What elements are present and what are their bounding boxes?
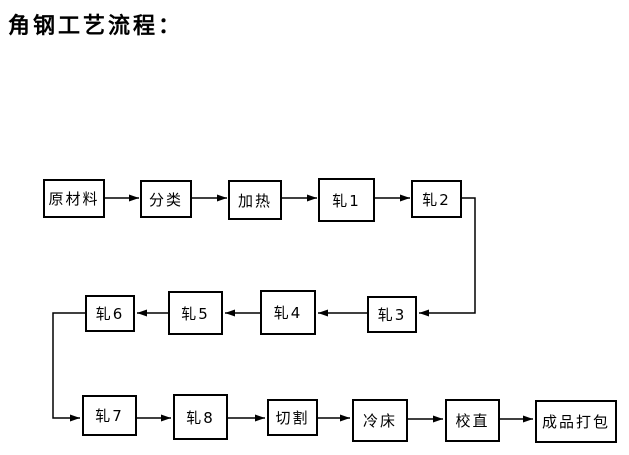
node-mill-4: 轧4: [260, 290, 316, 335]
node-mill-6: 轧6: [85, 295, 135, 332]
node-mill-2: 轧2: [411, 180, 462, 218]
node-cutting: 切割: [267, 399, 318, 436]
page-title: 角钢工艺流程：: [8, 14, 184, 39]
node-classify: 分类: [140, 180, 192, 218]
node-mill-7: 轧7: [82, 395, 137, 436]
node-heating: 加热: [228, 180, 282, 220]
node-straightening: 校直: [445, 399, 500, 442]
node-packing: 成品打包: [535, 400, 617, 443]
node-mill-3: 轧3: [367, 296, 417, 333]
node-cooling-bed: 冷床: [352, 399, 408, 442]
edge-mill6-mill7: [52, 312, 85, 422]
node-mill-1: 轧1: [318, 178, 375, 222]
node-mill-5: 轧5: [168, 291, 223, 335]
node-raw-material: 原材料: [43, 179, 105, 218]
node-mill-8: 轧8: [173, 394, 228, 440]
